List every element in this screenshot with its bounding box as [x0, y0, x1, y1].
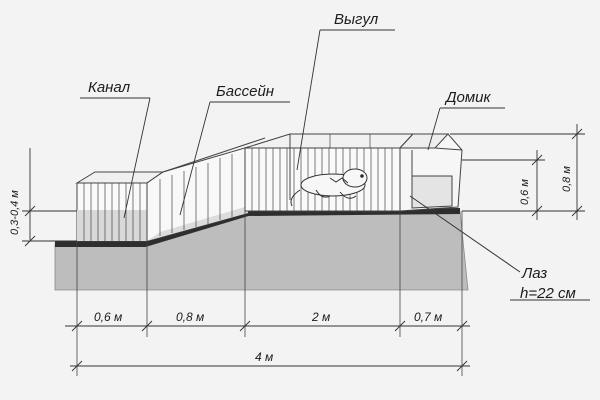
passage-pointer	[409, 195, 521, 273]
dim-house-width: 0,7 м	[414, 310, 442, 324]
canal-enclosure	[75, 171, 165, 242]
house-height-dimensions	[450, 124, 585, 220]
label-canal: Канал	[88, 79, 131, 96]
dim-run-width: 2 м	[311, 310, 330, 324]
dim-total-width: 4 м	[255, 350, 273, 364]
dimension-lines	[65, 320, 470, 372]
canal-height-dimension	[22, 148, 77, 247]
dim-house-height-outer: 0,8 м	[561, 166, 573, 192]
label-passage: Лаз	[521, 265, 547, 282]
dim-canal-width: 0,6 м	[94, 310, 122, 324]
extension-lines	[76, 211, 463, 376]
run-enclosure	[244, 133, 415, 212]
label-house: Домик	[444, 89, 492, 106]
label-leaders	[80, 29, 590, 301]
house	[398, 133, 463, 212]
dim-pool-width: 0,8 м	[176, 310, 204, 324]
pool-enclosure	[146, 137, 266, 242]
label-run: Выгул	[334, 11, 379, 28]
label-passage-height: h=22 см	[520, 285, 576, 302]
ferret-icon	[290, 168, 368, 207]
dim-canal-height: 0,3-0,4 м	[9, 190, 21, 235]
label-pool: Бассейн	[216, 83, 274, 100]
dim-house-height-inner: 0,6 м	[519, 179, 531, 205]
soil-line	[55, 208, 461, 247]
